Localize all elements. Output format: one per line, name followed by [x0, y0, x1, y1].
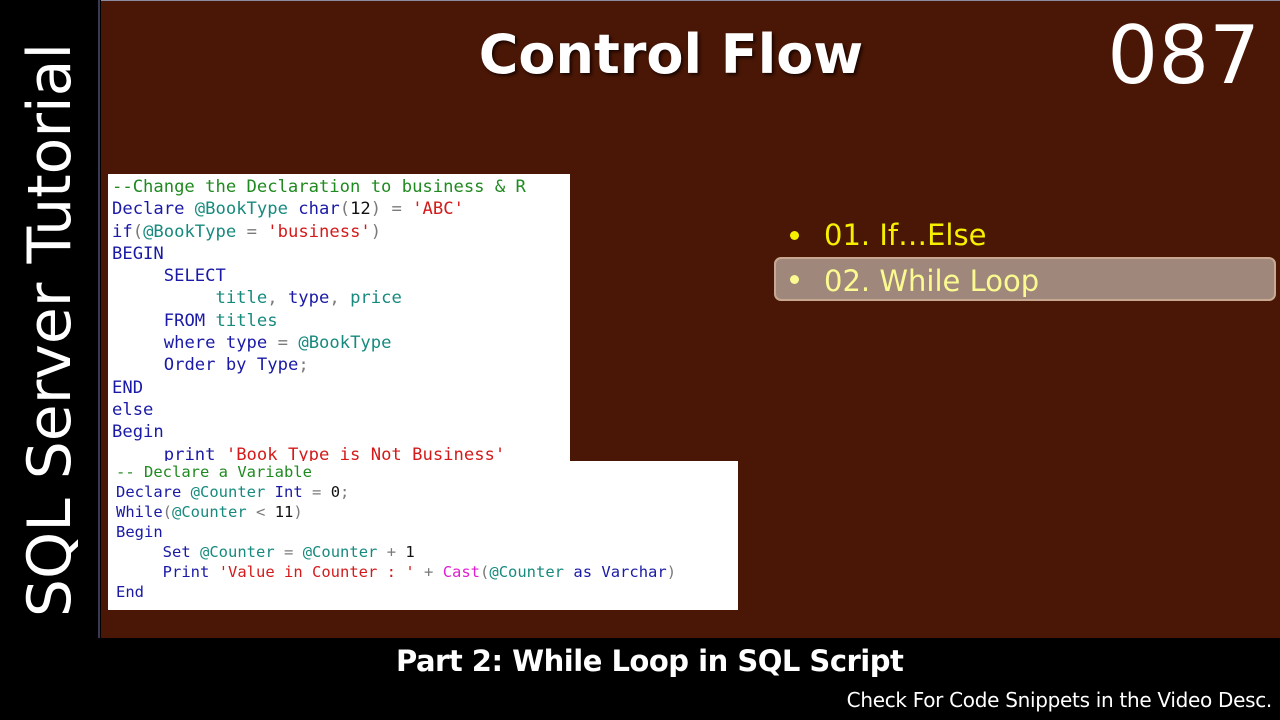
- code-line: BEGIN: [112, 243, 164, 264]
- video-subtitle: Part 2: While Loop in SQL Script: [396, 644, 904, 678]
- code-line: where type = @BookType: [163, 333, 392, 354]
- code-line: Print 'Value in Counter : ' + Cast(@Coun…: [162, 563, 677, 581]
- code-line: Order by Type;: [163, 355, 309, 376]
- topic-item-if-else[interactable]: 01. If…Else: [774, 213, 1276, 257]
- code-line: Begin: [112, 422, 164, 443]
- code-line: End: [116, 583, 144, 601]
- code-line: Declare @BookType char(12) = 'ABC': [112, 199, 464, 220]
- page-title: Control Flow: [478, 23, 864, 86]
- code-snippet-if-else: --Change the Declaration to business & R…: [108, 174, 570, 461]
- code-line: FROM titles: [163, 310, 278, 331]
- code-line: title, type, price: [215, 288, 402, 309]
- code-line: if(@BookType = 'business'): [112, 221, 382, 242]
- code-line: SELECT: [163, 266, 226, 287]
- slide-area: Control Flow 087 --Change the Declaratio…: [101, 0, 1280, 638]
- topic-item-while-loop[interactable]: 02. While Loop: [774, 257, 1276, 301]
- topic-list: 01. If…Else 02. While Loop: [774, 213, 1276, 301]
- bullet-icon: [790, 275, 799, 284]
- episode-number: 087: [1107, 9, 1260, 102]
- code-line: Set @Counter = @Counter + 1: [162, 543, 415, 561]
- code-line: --Change the Declaration to business & R: [112, 177, 526, 197]
- series-title: SQL Server Tutorial: [15, 42, 85, 618]
- code-line: print 'Book Type is Not Business': [163, 444, 506, 461]
- code-line: Begin: [116, 523, 163, 541]
- code-line: -- Declare a Variable: [116, 463, 312, 481]
- code-line: While(@Counter < 11): [116, 503, 303, 521]
- topic-label: 01. If…Else: [824, 218, 987, 252]
- sidebar: SQL Server Tutorial: [0, 0, 100, 638]
- code-line: END: [112, 377, 144, 398]
- topic-label: 02. While Loop: [824, 264, 1040, 298]
- code-line: else: [112, 399, 154, 420]
- bullet-icon: [790, 231, 799, 240]
- footer-note: Check For Code Snippets in the Video Des…: [846, 688, 1273, 712]
- code-line: Declare @Counter Int = 0;: [116, 483, 350, 501]
- bottom-bar: Part 2: While Loop in SQL Script Check F…: [0, 638, 1280, 720]
